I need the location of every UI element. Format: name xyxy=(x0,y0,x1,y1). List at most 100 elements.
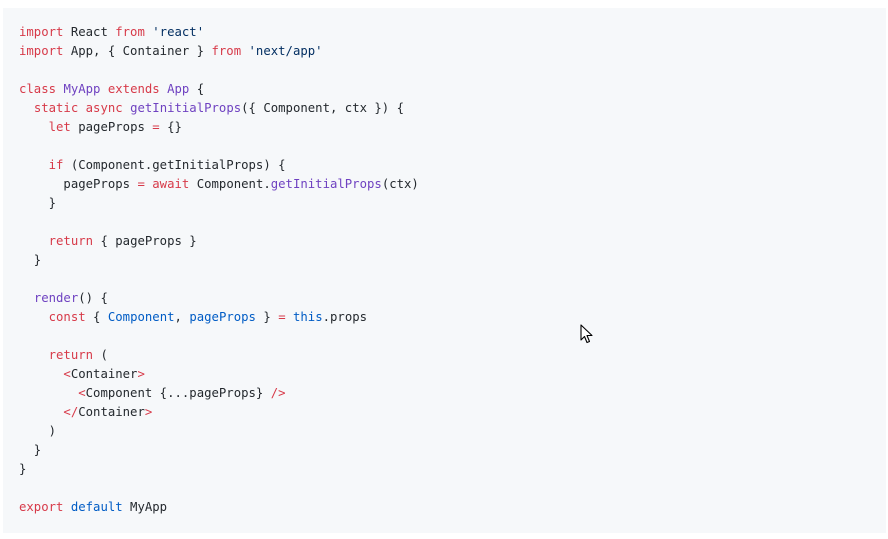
code-token: static xyxy=(33,101,79,115)
code-line xyxy=(19,479,886,498)
code-line xyxy=(19,327,886,346)
code-token: pageProps xyxy=(189,310,256,324)
code-line: if (Component.getInitialProps) { xyxy=(19,156,886,175)
code-line: static async getInitialProps({ Component… xyxy=(19,99,886,118)
code-token: = xyxy=(152,120,160,134)
code-token: ) xyxy=(19,424,57,438)
code-token: export xyxy=(19,500,64,514)
code-line xyxy=(19,270,886,289)
code-token xyxy=(19,386,78,400)
code-token: MyApp xyxy=(63,82,101,96)
code-token xyxy=(19,405,63,419)
code-block: import React from 'react'import App, { C… xyxy=(3,8,886,533)
code-line: ) xyxy=(19,422,886,441)
code-line: return { pageProps } xyxy=(19,232,886,251)
code-token: return xyxy=(48,348,94,362)
code-token: = xyxy=(278,310,286,324)
code-token: } xyxy=(19,196,57,210)
code-token: import xyxy=(19,44,64,58)
code-token: class xyxy=(19,82,57,96)
code-line: pageProps = await Component.getInitialPr… xyxy=(19,175,886,194)
code-line: <Component {...pageProps} /> xyxy=(19,384,886,403)
code-lines: import React from 'react'import App, { C… xyxy=(19,23,886,517)
code-token: Container xyxy=(78,405,145,419)
code-token: } xyxy=(255,310,279,324)
code-token: await xyxy=(152,177,190,191)
code-token xyxy=(19,158,49,172)
mouse-pointer-icon xyxy=(580,324,593,344)
code-token: () { xyxy=(78,291,108,305)
code-token: from xyxy=(211,44,242,58)
code-token: const xyxy=(48,310,86,324)
code-token xyxy=(241,44,248,58)
code-token: App, { Container } xyxy=(63,44,212,58)
code-token: getInitialProps xyxy=(270,177,382,191)
code-token xyxy=(63,500,70,514)
code-token: > xyxy=(137,367,145,381)
code-token: (Component.getInitialProps) { xyxy=(63,158,286,172)
code-line: export default MyApp xyxy=(19,498,886,517)
code-token xyxy=(100,82,107,96)
code-token: { pageProps } xyxy=(93,234,197,248)
code-token: 'react' xyxy=(152,25,205,39)
code-token: Container xyxy=(70,367,138,381)
code-token: ({ Component, ctx }) { xyxy=(241,101,405,115)
code-token: (ctx) xyxy=(381,177,419,191)
code-token: React xyxy=(63,25,116,39)
code-token: = xyxy=(137,177,145,191)
code-line: const { Component, pageProps } = this.pr… xyxy=(19,308,886,327)
code-line: return ( xyxy=(19,346,886,365)
code-line: </Container> xyxy=(19,403,886,422)
code-line: class MyApp extends App { xyxy=(19,80,886,99)
code-token: import xyxy=(19,25,64,39)
code-token: 'next/app' xyxy=(248,44,323,58)
code-token: ( xyxy=(93,348,108,362)
code-token: this xyxy=(293,310,323,324)
code-line: } xyxy=(19,251,886,270)
code-token: Component {...pageProps} xyxy=(85,386,271,400)
code-token: {} xyxy=(159,120,182,134)
code-token: async xyxy=(85,101,123,115)
code-token: < xyxy=(78,386,86,400)
code-token: } xyxy=(19,443,42,457)
code-line: <Container> xyxy=(19,365,886,384)
code-token xyxy=(19,234,49,248)
code-token: </ xyxy=(63,405,79,419)
code-token xyxy=(160,82,167,96)
code-token: > xyxy=(144,405,153,419)
code-line: let pageProps = {} xyxy=(19,118,886,137)
code-token: App xyxy=(167,82,190,96)
code-token: Component. xyxy=(189,177,271,191)
code-token xyxy=(19,310,49,324)
code-token: Component xyxy=(107,310,175,324)
code-token: return xyxy=(48,234,94,248)
code-line xyxy=(19,213,886,232)
code-token: .props xyxy=(322,310,368,324)
code-token xyxy=(19,101,34,115)
code-token: /> xyxy=(270,386,286,400)
code-token: , xyxy=(174,310,190,324)
code-token: default xyxy=(70,500,123,514)
code-token: } xyxy=(19,462,27,476)
code-line: } xyxy=(19,460,886,479)
code-token: } xyxy=(19,253,42,267)
code-token: getInitialProps xyxy=(130,101,242,115)
code-line: render() { xyxy=(19,289,886,308)
code-token xyxy=(78,101,85,115)
code-token xyxy=(19,120,49,134)
code-token: pageProps xyxy=(19,177,138,191)
code-line xyxy=(19,61,886,80)
code-line: } xyxy=(19,194,886,213)
code-token xyxy=(19,367,63,381)
code-token xyxy=(19,291,34,305)
code-token: let xyxy=(48,120,71,134)
code-token: extends xyxy=(107,82,160,96)
code-token: from xyxy=(115,25,145,39)
code-token xyxy=(286,310,293,324)
code-token: { xyxy=(85,310,108,324)
code-token: pageProps xyxy=(70,120,153,134)
code-token: < xyxy=(63,367,71,381)
code-line: import App, { Container } from 'next/app… xyxy=(19,42,886,61)
code-token xyxy=(123,101,130,115)
code-line: import React from 'react' xyxy=(19,23,886,42)
